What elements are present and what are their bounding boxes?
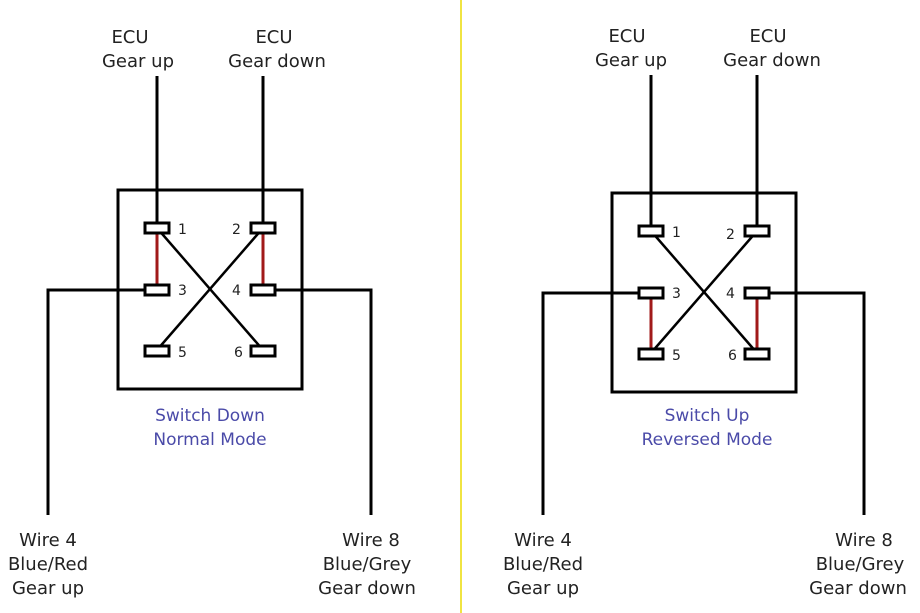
cross-wire-1-6 <box>156 227 264 351</box>
terminal-3 <box>637 286 665 300</box>
pin-label-6: 6 <box>728 348 737 364</box>
wire-8-color: Blue/Grey <box>323 554 412 575</box>
pin-label-5: 5 <box>672 348 681 364</box>
terminal-2 <box>743 224 771 238</box>
terminal-4 <box>249 283 277 297</box>
mode-caption-line2: Normal Mode <box>153 430 266 450</box>
wire-4-label: Wire 4 <box>514 530 572 551</box>
wire-8-color: Blue/Grey <box>816 554 905 575</box>
pin-label-2: 2 <box>232 222 241 238</box>
ecu-down-sublabel: Gear down <box>723 50 821 71</box>
pin-label-5: 5 <box>178 345 187 361</box>
pin-label-3: 3 <box>178 283 187 299</box>
wire-8-line <box>263 288 373 515</box>
pin-label-1: 1 <box>178 222 187 238</box>
pin-label-4: 4 <box>232 283 241 299</box>
wire-8-label: Wire 8 <box>835 530 893 551</box>
pin-label-6: 6 <box>234 345 243 361</box>
wire-4-color: Blue/Red <box>8 554 88 575</box>
wire-8-function: Gear down <box>318 578 416 599</box>
panel-switch-down: ECU Gear up ECU Gear down 1 2 3 4 5 6 <box>8 27 416 599</box>
wire-4-color: Blue/Red <box>503 554 583 575</box>
mode-caption-line2: Reversed Mode <box>642 430 773 450</box>
ecu-up-sublabel: Gear up <box>102 51 174 72</box>
wire-8-line <box>757 291 866 515</box>
ecu-down-label: ECU <box>255 27 292 48</box>
ecu-up-label: ECU <box>111 27 148 48</box>
pin-label-3: 3 <box>672 286 681 302</box>
terminal-6 <box>249 344 277 358</box>
terminal-1 <box>637 224 665 238</box>
mode-caption-line1: Switch Up <box>665 406 750 426</box>
mode-caption-line1: Switch Down <box>155 406 265 426</box>
terminal-5 <box>637 347 665 361</box>
ecu-down-label: ECU <box>749 26 786 47</box>
ecu-down-sublabel: Gear down <box>228 51 326 72</box>
terminal-2 <box>249 221 277 235</box>
wire-8-function: Gear down <box>809 578 907 599</box>
wire-4-function: Gear up <box>12 578 84 599</box>
wire-8-label: Wire 8 <box>342 530 400 551</box>
wire-4-line <box>541 291 651 515</box>
wire-4-label: Wire 4 <box>19 530 77 551</box>
wire-4-function: Gear up <box>507 578 579 599</box>
terminal-1 <box>143 221 171 235</box>
pin-label-4: 4 <box>726 286 735 302</box>
terminal-5 <box>143 344 171 358</box>
terminal-6 <box>743 347 771 361</box>
panel-switch-up: ECU Gear up ECU Gear down 1 2 3 4 5 6 <box>503 26 907 599</box>
terminal-3 <box>143 283 171 297</box>
terminal-4 <box>743 286 771 300</box>
cross-wire-1-6 <box>650 230 758 354</box>
pin-label-1: 1 <box>672 225 681 241</box>
pin-label-2: 2 <box>726 227 735 243</box>
wire-4-line <box>46 288 157 515</box>
ecu-up-label: ECU <box>608 26 645 47</box>
ecu-up-sublabel: Gear up <box>595 50 667 71</box>
